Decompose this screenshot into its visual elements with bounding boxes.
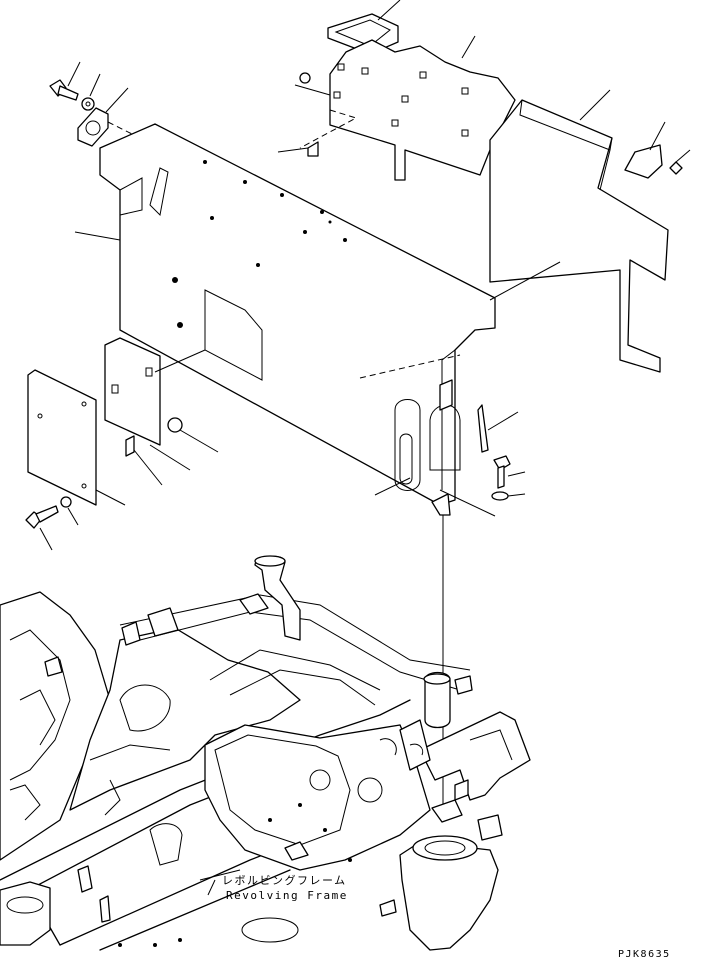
washer-lower-left [60, 496, 72, 508]
main-rear-panel [99, 123, 496, 516]
small-block [125, 435, 135, 457]
drawing-code: PJK8635 [618, 949, 671, 960]
washer-top-left [81, 97, 95, 111]
bolt-lower-left [25, 505, 59, 529]
small-nut [669, 161, 683, 175]
rubber-block [624, 144, 663, 179]
small-washer [299, 72, 311, 84]
bolt-top-left [49, 79, 79, 101]
rear-counterweight-cover [489, 99, 669, 373]
revolving-frame [0, 555, 531, 951]
vertical-strip [477, 404, 489, 453]
washer-right [491, 491, 509, 501]
upper-rear-cover [329, 39, 516, 181]
inspection-cover [27, 369, 97, 506]
rubber-plug [167, 417, 183, 433]
frame-name-english: Revolving Frame [226, 889, 348, 902]
square-flange [77, 107, 109, 147]
side-cover-plate [104, 337, 161, 446]
bolt-right [493, 455, 511, 489]
frame-name-japanese: レボルビングフレーム [222, 874, 347, 887]
small-clip [307, 141, 319, 157]
